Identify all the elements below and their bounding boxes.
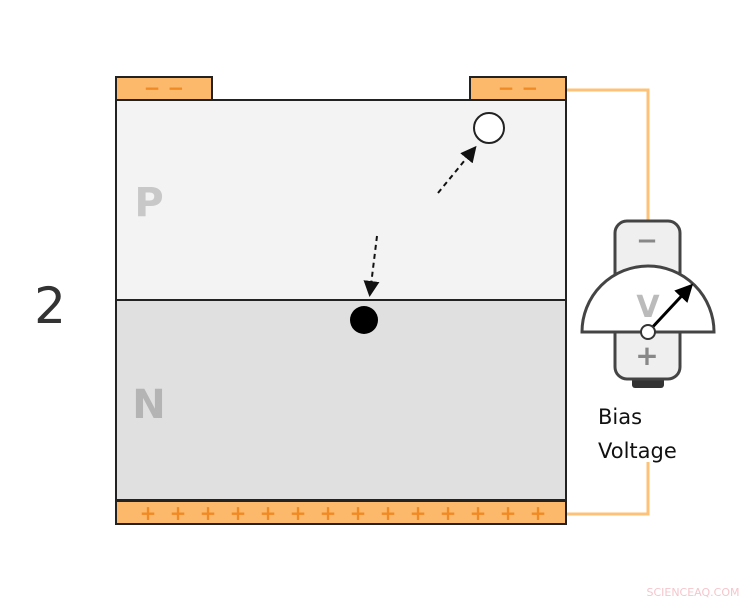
plus-sign: + xyxy=(260,501,277,525)
top-right-electrode: − − xyxy=(469,76,567,101)
wire-bottom xyxy=(566,462,650,516)
plus-sign: + xyxy=(200,501,217,525)
svg-text:− −: − − xyxy=(144,76,184,100)
plus-sign: + xyxy=(350,501,367,525)
p-label: P xyxy=(134,180,163,226)
top-left-electrode: − − xyxy=(115,76,213,101)
n-region xyxy=(115,299,567,501)
plus-sign: + xyxy=(470,501,487,525)
plus-sign: + xyxy=(380,501,397,525)
plus-sign: + xyxy=(140,501,157,525)
n-label: N xyxy=(132,382,165,428)
hole xyxy=(473,112,505,144)
plus-sign: + xyxy=(500,501,517,525)
svg-text:−: − xyxy=(636,226,658,256)
plus-sign: + xyxy=(440,501,457,525)
plus-sign: + xyxy=(530,501,547,525)
plus-sign: + xyxy=(320,501,337,525)
wire-top xyxy=(566,88,650,222)
plus-sign: + xyxy=(410,501,427,525)
plus-sign: + xyxy=(170,501,187,525)
svg-text:+: + xyxy=(635,339,658,372)
electron xyxy=(350,306,378,334)
step-number: 2 xyxy=(34,277,66,335)
bottom-electrode: + + + + + + + + + + + + + + xyxy=(115,500,567,525)
svg-text:− −: − − xyxy=(498,76,538,100)
plus-sign: + xyxy=(230,501,247,525)
electron-motion-arrow xyxy=(363,235,380,297)
plus-sign: + xyxy=(290,501,307,525)
hole-motion-arrow xyxy=(437,145,477,194)
bias-label-line1: Bias xyxy=(598,405,642,429)
svg-text:V: V xyxy=(636,290,660,325)
bias-label-line2: Voltage xyxy=(598,439,677,463)
voltmeter: − V + xyxy=(580,219,716,388)
watermark: SCIENCEAQ.COM xyxy=(646,586,739,599)
